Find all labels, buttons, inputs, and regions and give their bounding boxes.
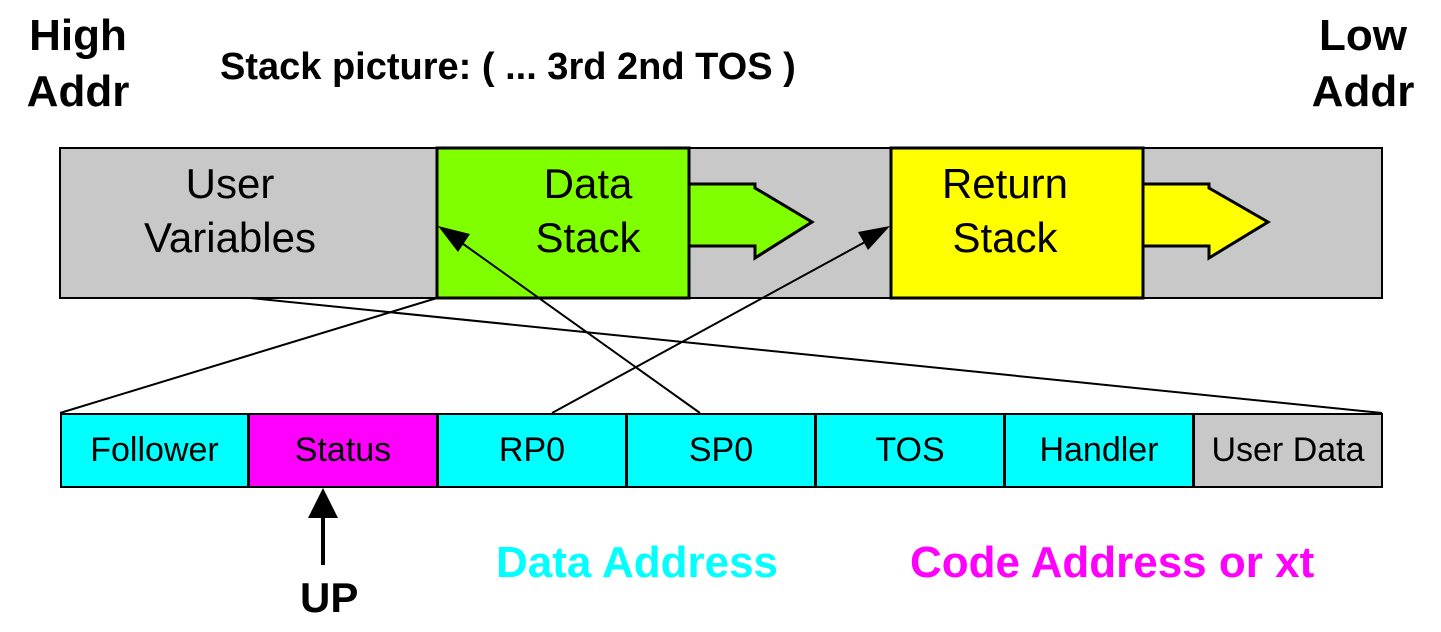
- user-area-left-edge-line: [59, 297, 438, 414]
- user-cell-rp0: RP0: [437, 413, 627, 488]
- data-stack-label: Data Stack: [535, 160, 641, 261]
- low-addr-label: Low Addr: [1311, 11, 1415, 116]
- return-stack-box: [889, 146, 1145, 300]
- user-variables-label: User Variables: [144, 160, 316, 261]
- sp0-pointer-line: [451, 235, 701, 414]
- legend-data-address: Data Address: [496, 538, 779, 587]
- user-cell-tos: TOS: [815, 413, 1005, 488]
- sp0-pointer-arrowhead: [438, 226, 470, 252]
- rp0-pointer-line: [551, 235, 877, 414]
- return-stack-arrow: [1141, 182, 1271, 261]
- user-cell-handler: Handler: [1004, 413, 1194, 488]
- high-addr-label: High Addr: [26, 11, 130, 116]
- up-pointer-arrowhead: [308, 488, 338, 518]
- up-pointer-label: UP: [300, 574, 359, 621]
- user-cell-user-data: User Data: [1193, 413, 1383, 488]
- data-stack-arrow: [687, 182, 815, 261]
- user-area-right-edge-line: [249, 297, 1383, 414]
- stack-picture-title: Stack picture: ( ... 3rd 2nd TOS ): [220, 46, 796, 88]
- return-stack-label: Return Stack: [941, 160, 1069, 261]
- user-cell-status: Status: [248, 413, 438, 488]
- legend-code-address: Code Address or xt: [910, 538, 1315, 587]
- user-cell-sp0: SP0: [626, 413, 816, 488]
- rp0-pointer-arrowhead: [858, 226, 890, 250]
- user-cell-follower: Follower: [60, 413, 249, 488]
